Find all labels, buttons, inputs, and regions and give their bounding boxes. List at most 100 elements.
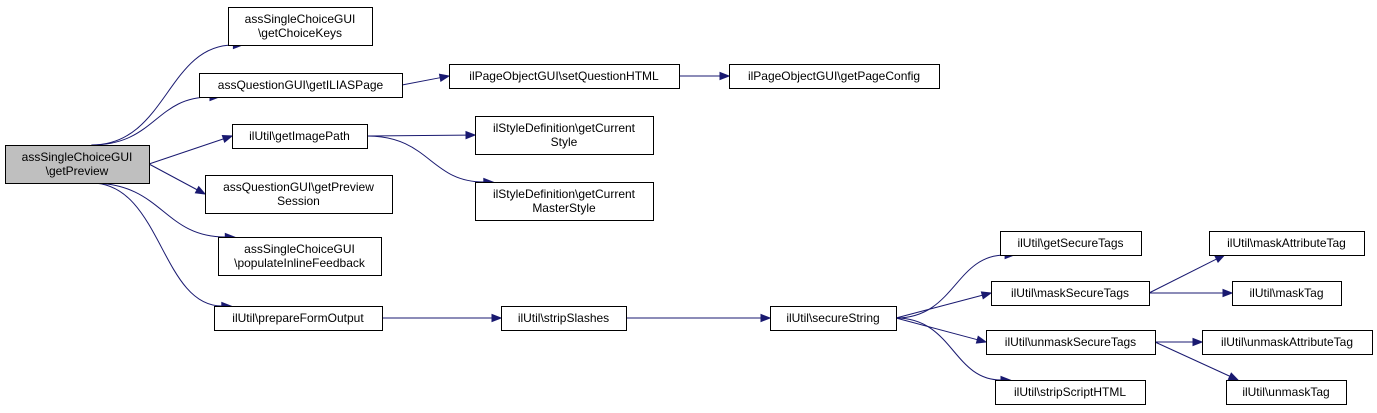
node-box [1232,281,1342,306]
node-label: ilUtil\prepareFormOutput [232,311,364,325]
node-box [1000,231,1142,256]
node-box [232,124,368,149]
edge-line [895,317,978,341]
node-label: ilUtil\maskSecureTags [1011,286,1129,300]
node-unmask-attribute-tag[interactable]: ilUtil\unmaskAttributeTag [1202,330,1373,355]
arrowhead [1227,372,1240,381]
edge-line [895,254,1006,319]
node-box [449,64,680,89]
edge-get-iliaspage-to-set-question-html [401,73,451,86]
node-set-question-html[interactable]: ilPageObjectGUI\setQuestionHTML [449,64,680,89]
node-label: \getPreview [46,164,109,178]
edge-root-to-get-preview-session [148,163,207,195]
arrowhead [194,185,207,195]
edge-line [895,294,983,319]
node-label: ilUtil\unmaskTag [1242,385,1329,399]
arrowhead [1222,288,1234,298]
node-box [986,330,1156,355]
arrowhead [465,130,477,140]
node-label: assSingleChoiceGUI [244,242,355,256]
edge-line [401,77,441,86]
node-mask-attribute-tag[interactable]: ilUtil\maskAttributeTag [1209,231,1365,256]
node-label: ilUtil\getImagePath [249,129,350,143]
edge-set-question-html-to-get-page-config [679,71,731,81]
node-box [475,116,654,155]
node-box [205,175,393,214]
node-label: ilUtil\maskAttributeTag [1227,236,1346,250]
edge-line [148,138,224,165]
edge-prepare-form-output-to-strip-slashes [382,313,503,323]
node-box [218,237,382,276]
node-label: assQuestionGUI\getPreview [223,180,374,194]
node-label: \getChoiceKeys [258,26,342,40]
edge-line [895,317,1002,381]
arrowhead [1192,337,1204,347]
arrowhead [1214,254,1226,264]
node-box [501,306,627,331]
node-label: ilStyleDefinition\getCurrent [493,187,636,201]
edge-line [91,44,234,146]
edge-line [148,163,198,191]
node-box [1202,330,1373,355]
node-label: ilUtil\maskTag [1249,286,1323,300]
node-label: assSingleChoiceGUI [245,12,356,26]
node-box [199,73,403,98]
arrowhead [975,335,988,344]
edge-secure-string-to-mask-secure-tags [895,291,993,319]
node-label: ilStyleDefinition\getCurrent [493,121,636,135]
arrowhead [221,135,234,144]
node-label: assQuestionGUI\getILIASPage [218,78,384,92]
edge-line [91,96,211,146]
node-secure-string[interactable]: ilUtil\secureString [770,306,897,331]
edge-layer [91,40,1240,385]
arrowhead [438,73,451,82]
edge-root-to-get-iliaspage [91,92,221,146]
edge-root-to-get-image-path [148,135,234,165]
node-get-secure-tags[interactable]: ilUtil\getSecureTags [1000,231,1142,256]
node-box [995,380,1146,405]
node-get-iliaspage[interactable]: assQuestionGUI\getILIASPage [199,73,403,98]
edge-line [91,182,222,307]
node-box [770,306,897,331]
node-prepare-form-output[interactable]: ilUtil\prepareFormOutput [214,306,383,331]
node-box [729,64,940,89]
node-unmask-secure-tags[interactable]: ilUtil\unmaskSecureTags [986,330,1156,355]
node-box [991,281,1150,306]
node-label: ilUtil\unmaskAttributeTag [1221,335,1353,349]
edge-line [366,135,484,183]
node-label: MasterStyle [532,201,596,215]
node-label: Style [551,135,578,149]
node-box [214,306,383,331]
node-mask-tag[interactable]: ilUtil\maskTag [1232,281,1342,306]
node-root[interactable]: assSingleChoiceGUI\getPreview [5,145,150,184]
node-get-choice-keys[interactable]: assSingleChoiceGUI\getChoiceKeys [228,7,373,46]
node-get-page-config[interactable]: ilPageObjectGUI\getPageConfig [729,64,940,89]
node-populate-inline-feedback[interactable]: assSingleChoiceGUI\populateInlineFeedbac… [218,237,382,276]
edge-line [1154,341,1231,377]
edge-line [1148,258,1217,294]
node-label: ilUtil\secureString [786,311,879,325]
node-label: ilUtil\unmaskSecureTags [1005,335,1136,349]
node-label: \populateInlineFeedback [234,256,366,270]
node-layer: assSingleChoiceGUI\getPreviewassSingleCh… [5,7,1373,405]
node-label: ilPageObjectGUI\getPageConfig [748,69,920,83]
node-box [1209,231,1365,256]
node-box [475,182,654,221]
node-strip-script-html[interactable]: ilUtil\stripScriptHTML [995,380,1146,405]
edge-mask-secure-tags-to-mask-attribute-tag [1148,254,1226,294]
arrowhead [719,71,731,81]
edge-unmask-secure-tags-to-unmask-tag [1154,341,1240,381]
node-strip-slashes[interactable]: ilUtil\stripSlashes [501,306,627,331]
node-box [1226,380,1347,405]
node-get-image-path[interactable]: ilUtil\getImagePath [232,124,368,149]
node-mask-secure-tags[interactable]: ilUtil\maskSecureTags [991,281,1150,306]
node-label: Session [277,194,320,208]
edge-line [91,182,226,238]
edge-get-image-path-to-get-current-style [366,130,477,140]
node-box [228,7,373,46]
node-unmask-tag[interactable]: ilUtil\unmaskTag [1226,380,1347,405]
